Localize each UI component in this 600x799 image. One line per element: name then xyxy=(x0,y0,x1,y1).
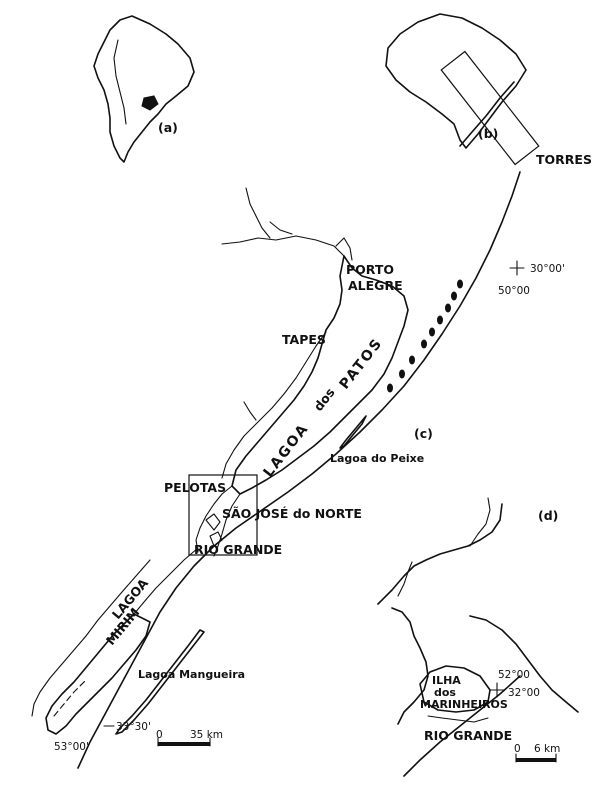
south-america-outline xyxy=(93,15,195,163)
river-north-1 xyxy=(245,187,271,239)
estuary-north-shore xyxy=(377,503,503,605)
estuary-detail: (d) ILHA dos MARINHEIROS RIO GRANDE 52°0… xyxy=(377,497,579,777)
lagoa-mangueira-outline xyxy=(115,629,205,735)
scale-main-label: 35 km xyxy=(190,729,223,741)
lagoa-dos-patos-outline xyxy=(231,255,409,495)
label-lat-30: 30°00' xyxy=(530,263,565,275)
west-shore-line xyxy=(221,331,327,479)
label-ilha-3: MARINHEIROS xyxy=(420,698,508,711)
label-lagoa-do-peixe: Lagoa do Peixe xyxy=(330,452,424,465)
estuary-island-2 xyxy=(209,531,223,547)
label-rio-grande: RIO GRANDE xyxy=(194,542,282,557)
river-north-3 xyxy=(335,237,353,261)
label-lat-33: 33°30' xyxy=(116,721,151,733)
estuary-shore-1 xyxy=(195,485,233,553)
river-north-2 xyxy=(269,221,293,235)
lagoa-mirim-outline xyxy=(45,613,151,735)
scale-main-zero: 0 xyxy=(156,729,163,741)
rio-grande-peninsula xyxy=(427,715,489,723)
south-america-inset: (a) xyxy=(93,15,195,163)
label-tapes: TAPES xyxy=(282,332,326,347)
coastal-lakes-chain xyxy=(387,279,463,393)
label-pelotas: PELOTAS xyxy=(164,480,226,495)
coastal-lake xyxy=(429,327,435,337)
coord-cross-d xyxy=(489,682,505,698)
label-lagoa-patos-3: PATOS xyxy=(337,335,387,392)
label-ilha-2: dos xyxy=(434,686,456,699)
coastal-lake xyxy=(457,279,463,289)
panel-label-b: (b) xyxy=(478,126,498,141)
river-jacui xyxy=(221,235,345,257)
estuary-river-1 xyxy=(397,561,413,597)
estuary-coast-d xyxy=(403,675,521,777)
estuary-shore-2 xyxy=(213,493,241,557)
state-outline xyxy=(385,13,527,149)
atlantic-coastline xyxy=(77,171,521,769)
estuary-west-shore xyxy=(391,607,429,725)
label-lagoa-patos-2: dos xyxy=(311,385,338,414)
tapes-river xyxy=(243,401,257,421)
estuary-east-shore xyxy=(469,615,579,713)
label-ilha-1: ILHA xyxy=(432,674,461,687)
panel-label-d: (d) xyxy=(538,508,558,523)
scale-bar-main: 0 35 km xyxy=(156,729,223,747)
andes-line xyxy=(113,39,127,125)
label-d-lat: 32°00 xyxy=(508,687,540,699)
lagoa-mirim-inner-dash xyxy=(53,679,87,717)
label-porto: PORTO xyxy=(346,262,394,277)
label-lon-53: 53°00' xyxy=(54,741,89,753)
label-d-lon: 52°00 xyxy=(498,669,530,681)
coord-cross-30 xyxy=(509,260,525,276)
estuary-island-1 xyxy=(205,513,221,531)
coastal-lake xyxy=(387,383,393,393)
coastal-lake xyxy=(399,369,405,379)
study-area-box-b xyxy=(440,50,540,166)
coastal-lake xyxy=(451,291,457,301)
state-inset: (b) xyxy=(385,13,540,166)
label-rio-grande-d: RIO GRANDE xyxy=(424,728,512,743)
label-alegre: ALEGRE xyxy=(348,278,403,293)
coastal-lake xyxy=(445,303,451,313)
lagoa-mirim-west-shore xyxy=(31,559,151,717)
label-lon-50: 50°00 xyxy=(498,285,530,297)
panel-label-a: (a) xyxy=(158,120,178,135)
label-sao-jose: SÃO JOSÉ do NORTE xyxy=(222,506,362,521)
lagoa-do-peixe-outline xyxy=(339,415,367,449)
panel-label-c: (c) xyxy=(414,426,433,441)
study-area-mark-a xyxy=(141,95,159,111)
coastal-lake xyxy=(437,315,443,325)
scale-d-zero: 0 xyxy=(514,743,521,755)
estuary-river-2 xyxy=(469,497,491,547)
scale-bar-d: 0 6 km xyxy=(514,743,560,763)
scale-d-label: 6 km xyxy=(534,743,560,755)
coastal-lake xyxy=(409,355,415,365)
study-area-rect xyxy=(188,474,258,556)
label-torres: TORRES xyxy=(536,152,592,167)
label-lagoa-mangueira: Lagoa Mangueira xyxy=(138,668,245,681)
ilha-dos-marinheiros-outline xyxy=(419,665,491,713)
sao-goncalo-channel xyxy=(133,547,199,615)
coast-lagoon-mark-b xyxy=(459,81,515,147)
coastal-lake xyxy=(421,339,427,349)
